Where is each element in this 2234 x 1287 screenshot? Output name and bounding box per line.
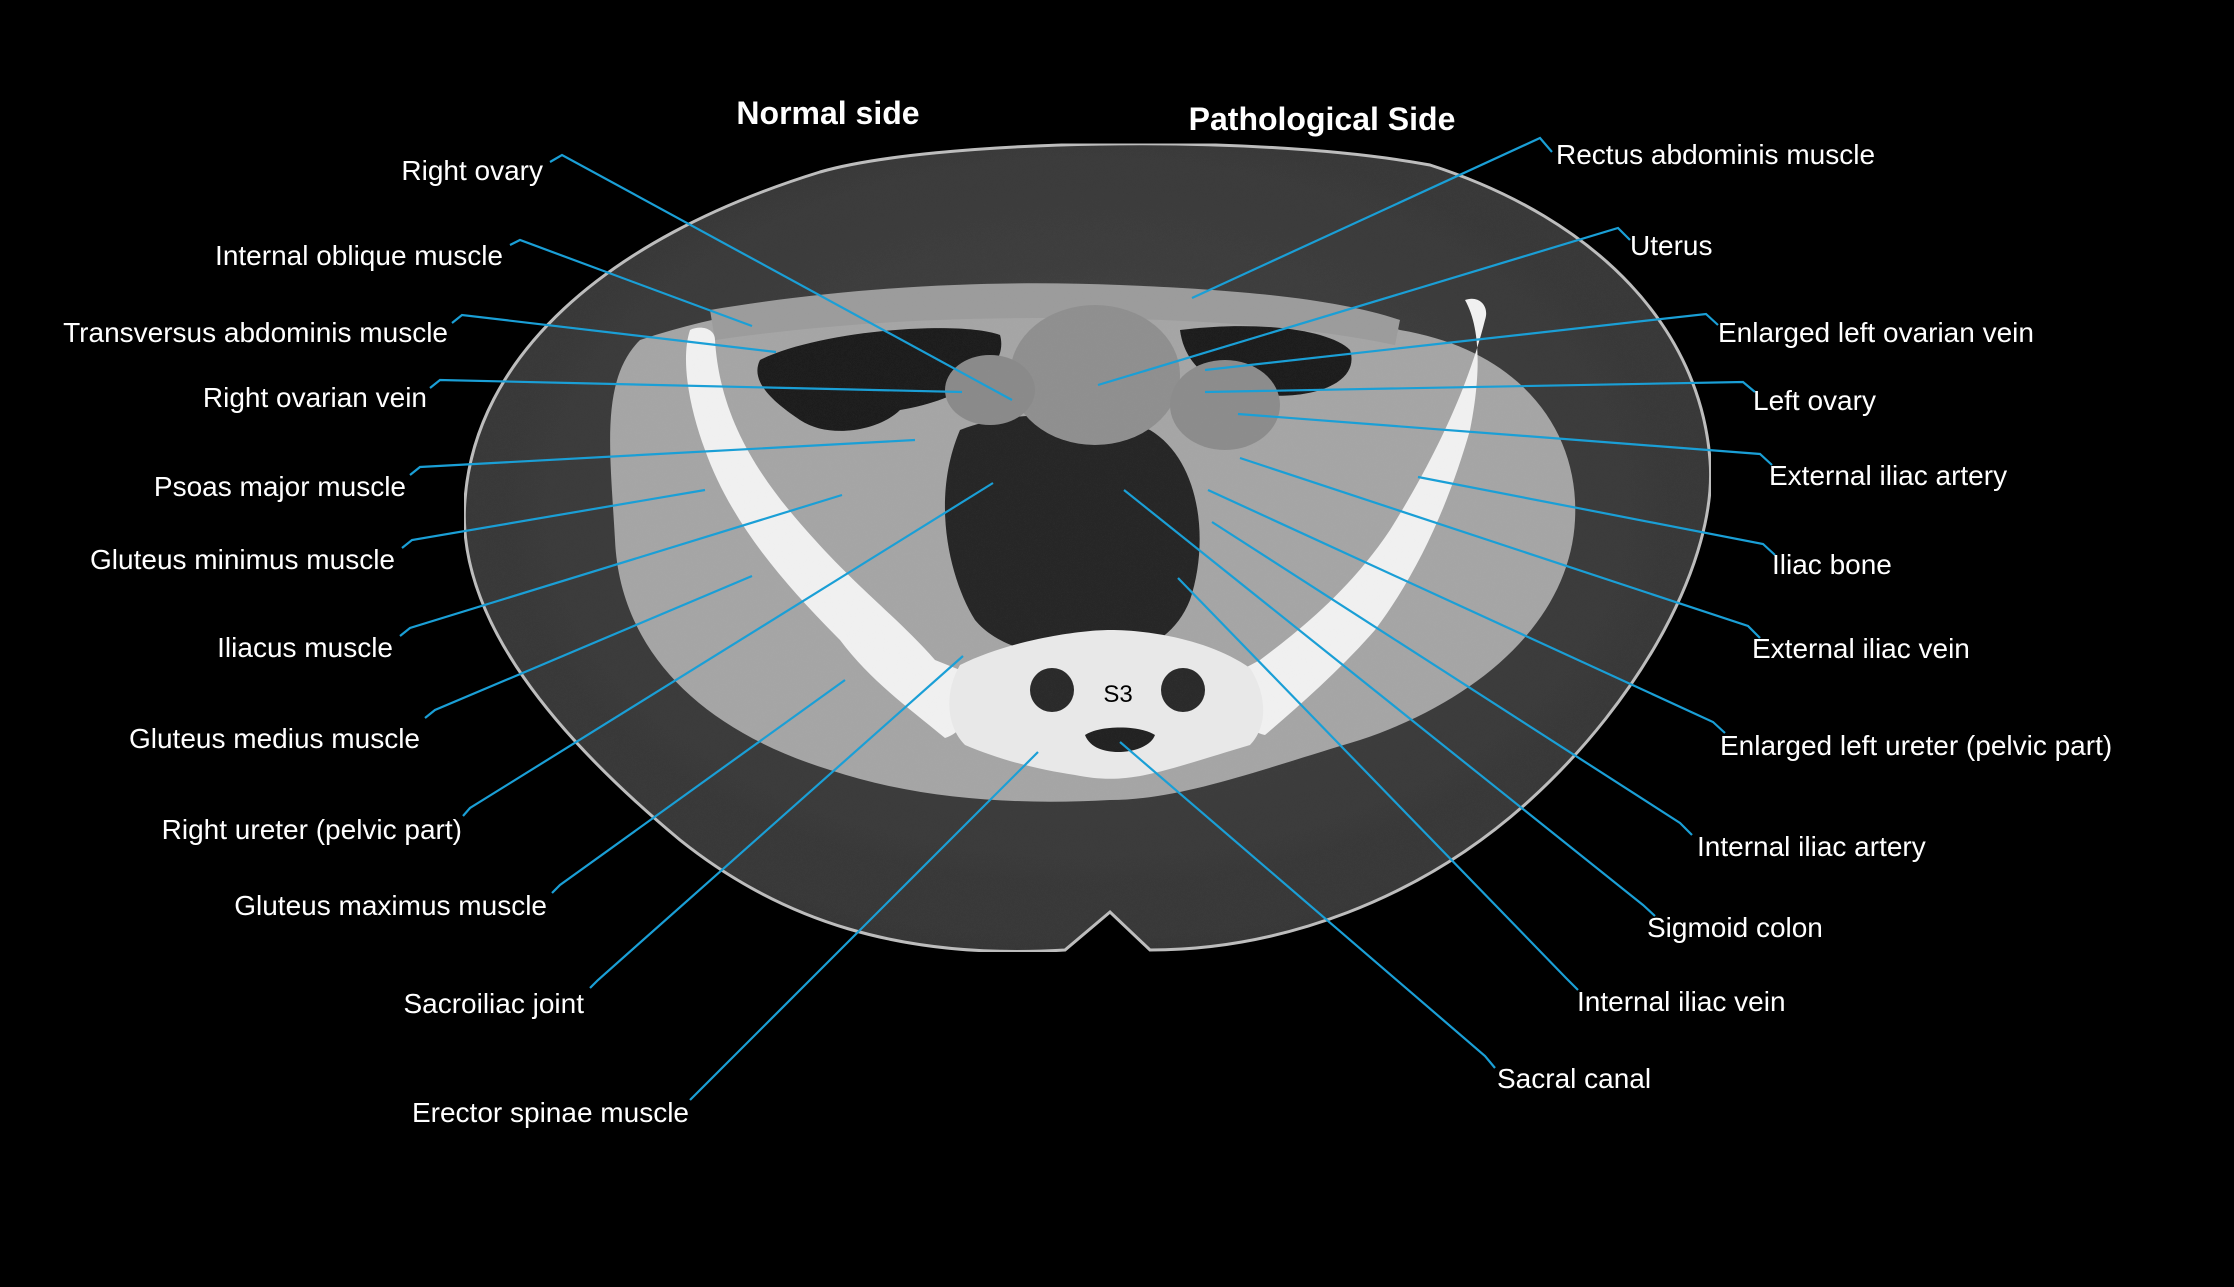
leader-gluteus-medius [424,574,753,719]
leader-external-iliac-artery [1237,412,1773,466]
leader-internal-iliac-artery [1211,521,1693,836]
leader-sigmoid-colon [1123,489,1656,917]
leader-gluteus-minimus [401,488,706,549]
label-sigmoid-colon: Sigmoid colon [1647,912,1823,943]
leader-psoas-major [409,438,916,476]
sacral-foramen-left [1161,668,1205,712]
leader-right-ovarian-vein [429,378,963,394]
label-iliacus-muscle: Iliacus muscle [217,632,393,663]
label-right-ovarian-vein: Right ovarian vein [203,382,427,413]
leader-lines-left [399,153,1039,1101]
leader-external-iliac-vein [1239,456,1761,639]
ct-slice-image [462,142,1713,954]
label-left-ovary: Left ovary [1753,385,1876,416]
label-psoas-major-muscle: Psoas major muscle [154,471,406,502]
leader-rectus-abdominis [1191,136,1553,299]
vertebra-label: S3 [1103,681,1132,708]
label-internal-oblique-muscle: Internal oblique muscle [215,240,503,271]
leader-right-ovary [549,153,1013,401]
leader-iliacus [399,493,843,637]
leader-internal-oblique [509,238,753,328]
label-right-ovary: Right ovary [401,155,543,186]
leader-enlarged-left-ovarian-vein [1204,312,1719,372]
leader-lines-right [1097,136,1776,1069]
leader-sacroiliac-joint [589,655,964,989]
leader-erector-spinae [689,751,1039,1101]
leader-left-ovary [1204,380,1756,394]
label-right-ureter-pelvic-part: Right ureter (pelvic part) [162,814,462,845]
label-enlarged-left-ovarian-vein: Enlarged left ovarian vein [1718,317,2034,348]
leader-enlarged-left-ureter [1207,489,1726,734]
uterus-shape [1010,305,1180,445]
label-internal-iliac-vein: Internal iliac vein [1577,986,1786,1017]
label-iliac-bone: Iliac bone [1772,549,1892,580]
sacral-foramen-right [1030,668,1074,712]
labels-right: Rectus abdominis muscle Uterus Enlarged … [1497,139,2112,1094]
left-iliac-bone-shape [1237,298,1487,735]
label-erector-spinae-muscle: Erector spinae muscle [412,1097,689,1128]
label-rectus-abdominis-muscle: Rectus abdominis muscle [1556,139,1875,170]
leader-iliac-bone [1417,475,1776,556]
pathological-side-header: Pathological Side [1189,101,1456,137]
right-ovary-shape [945,355,1035,425]
label-gluteus-medius-muscle: Gluteus medius muscle [129,723,420,754]
leader-gluteus-maximus [551,679,846,894]
label-transversus-abdominis-muscle: Transversus abdominis muscle [63,317,448,348]
label-external-iliac-artery: External iliac artery [1769,460,2007,491]
label-enlarged-left-ureter-pelvic-part: Enlarged left ureter (pelvic part) [1720,730,2112,761]
leader-transversus-abdominis [451,313,777,354]
leader-right-ureter [462,482,994,817]
right-iliac-bone-shape [685,327,969,738]
leader-internal-iliac-vein [1177,577,1579,991]
label-gluteus-minimus-muscle: Gluteus minimus muscle [90,544,395,575]
bowel-gas-left [757,328,1002,431]
sacral-canal-shape [1085,727,1155,752]
labels-left: Right ovary Internal oblique muscle Tran… [63,155,689,1128]
normal-side-header: Normal side [736,95,919,131]
label-gluteus-maximus-muscle: Gluteus maximus muscle [234,890,547,921]
pelvic-cavity-dark [944,415,1200,654]
label-uterus: Uterus [1630,230,1712,261]
label-internal-iliac-artery: Internal iliac artery [1697,831,1926,862]
label-external-iliac-vein: External iliac vein [1752,633,1970,664]
leader-uterus [1097,226,1631,387]
label-sacral-canal: Sacral canal [1497,1063,1651,1094]
label-sacroiliac-joint: Sacroiliac joint [403,988,584,1019]
sacrum-shape [949,630,1264,779]
leader-sacral-canal [1119,741,1496,1069]
left-ovary-shape [1170,360,1280,450]
